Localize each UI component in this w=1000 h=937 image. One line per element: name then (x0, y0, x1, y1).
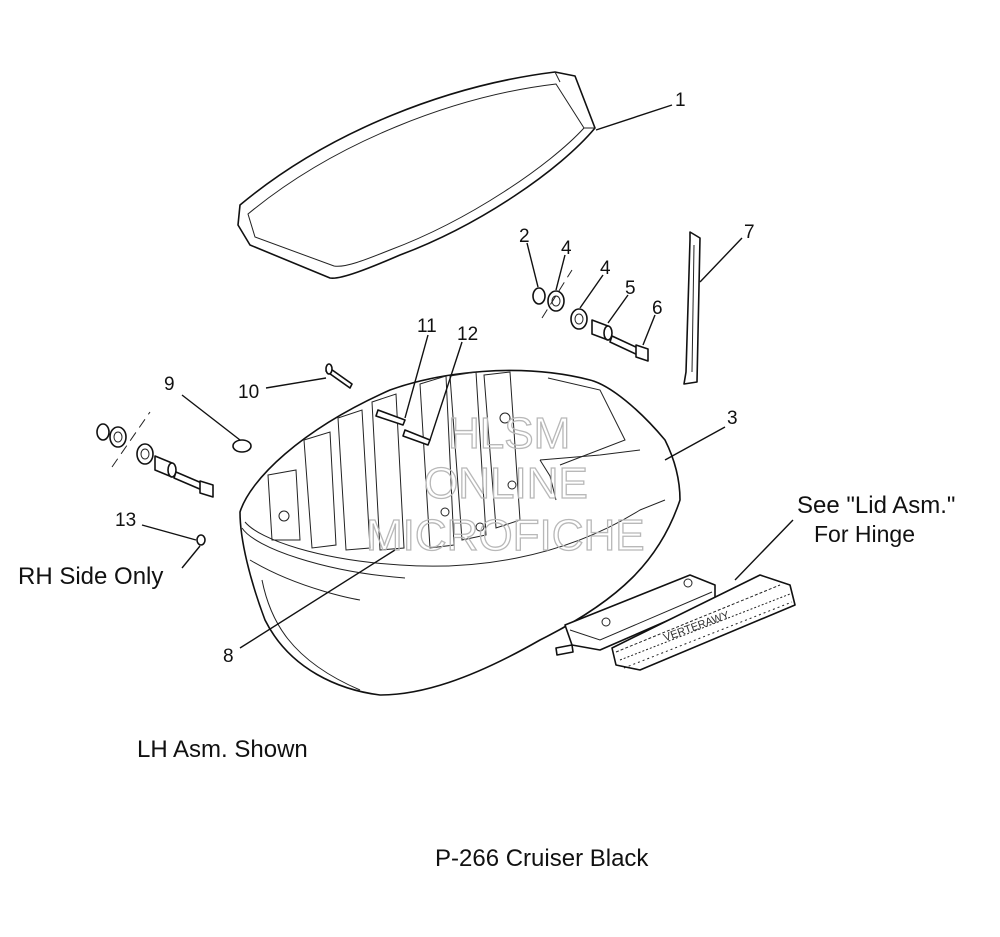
part-1-seal (237, 71, 596, 279)
leader-lines (141, 104, 794, 649)
callout-11: 11 (417, 316, 437, 337)
watermark-line-1: HLSM (448, 409, 570, 458)
watermark-line-3: MICROFICHE (366, 511, 645, 560)
see-lid-note-line1: See "Lid Asm." (797, 492, 955, 519)
callout-4a: 4 (561, 238, 572, 259)
part-3-saddlebag (239, 369, 681, 696)
hardware-upper (532, 269, 649, 362)
callout-13: 13 (115, 510, 136, 531)
callout-4b: 4 (600, 258, 611, 279)
callout-6: 6 (652, 298, 663, 319)
callout-5: 5 (625, 278, 636, 299)
lh-asm-shown-note: LH Asm. Shown (137, 736, 308, 763)
callout-8: 8 (223, 646, 234, 667)
page-reference: P-266 Cruiser Black (435, 845, 649, 872)
see-lid-note-line2: For Hinge (814, 521, 915, 547)
watermark-line-2: ONLINE (424, 459, 588, 508)
callout-1: 1 (675, 90, 686, 111)
part-7-strip (683, 231, 701, 385)
callout-2: 2 (519, 226, 530, 247)
notes: RH Side Only See "Lid Asm." For Hinge LH… (18, 492, 955, 872)
callout-12: 12 (457, 324, 478, 345)
callout-10: 10 (238, 382, 259, 403)
callout-9: 9 (164, 374, 175, 395)
rh-side-only-note: RH Side Only (18, 563, 163, 590)
hinge: VERTERAWY (555, 574, 796, 671)
callout-3: 3 (727, 408, 738, 429)
callout-numbers: 1 2 4 4 5 6 7 3 11 12 9 10 13 8 (115, 90, 755, 667)
small-parts (196, 363, 431, 546)
hardware-left (96, 411, 214, 498)
callout-7: 7 (744, 222, 755, 243)
watermark: HLSM ONLINE MICROFICHE (365, 408, 645, 560)
